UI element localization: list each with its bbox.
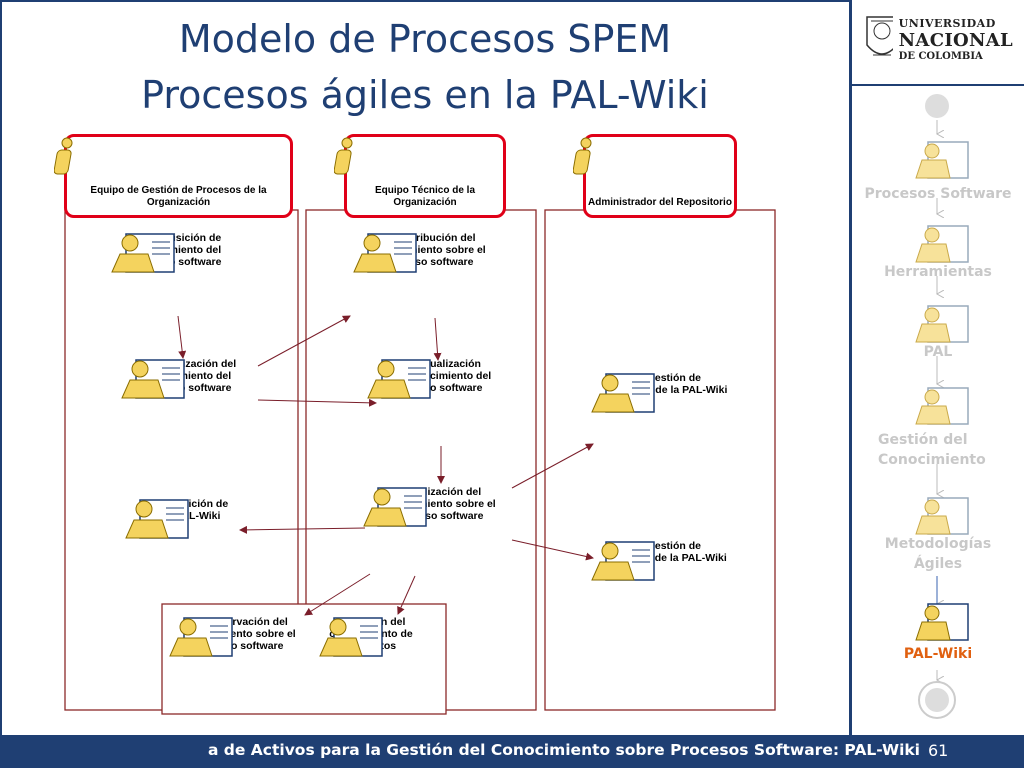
- nav-item-procesos-software[interactable]: Procesos Software: [864, 186, 1012, 202]
- nav-icon-agile: [915, 497, 969, 535]
- arrow-4-7: [511, 539, 594, 561]
- task-7-change-management: 7. Gestión de cambios de la PAL-Wiki: [588, 540, 748, 581]
- nav-item-herramientas[interactable]: Herramientas: [884, 264, 992, 280]
- flow-start-node: [925, 94, 949, 118]
- role-label-1: Equipo de Gestión de Procesos de la Orga…: [90, 185, 267, 208]
- task-icon: [125, 499, 189, 539]
- task-6-user-management: 6. Gestión de usuarios de la PAL-Wiki: [588, 372, 748, 413]
- footer-title: a de Activos para la Gestión del Conocim…: [207, 741, 920, 759]
- role-label-2: Equipo Técnico de la Organización: [374, 185, 475, 208]
- page-number: 61: [928, 741, 949, 760]
- task-icon: [363, 487, 427, 527]
- arrow-3-10: [433, 317, 442, 361]
- logo-line1: UNIVERSIDAD: [898, 16, 996, 30]
- nav-icon-pal: [915, 305, 969, 343]
- role-person-icon: [334, 137, 353, 175]
- task-icon: [121, 359, 185, 399]
- task-icon: [319, 617, 383, 657]
- slide-title-line2: Procesos ágiles en la PAL-Wiki: [141, 73, 709, 117]
- logo-divider: [852, 84, 1024, 86]
- sidebar-flow-svg: [918, 94, 956, 719]
- slide-frame-top: [0, 0, 851, 2]
- nav-icon-palwiki: [915, 603, 969, 641]
- task-icon: [591, 373, 655, 413]
- task-8-measurement: 8. Medición de la PAL-Wiki: [122, 498, 262, 539]
- swimlane-3: [544, 209, 776, 711]
- university-logo: UNIVERSIDAD NACIONAL DE COLOMBIA: [857, 4, 1017, 76]
- footer-bar: a de Activos para la Gestión del Conocim…: [0, 735, 1024, 768]
- role-repository-admin: Administrador del Repositorio: [573, 134, 737, 218]
- nav-item-pal[interactable]: PAL: [923, 344, 953, 360]
- nav-item-pal-wiki[interactable]: PAL-Wiki: [903, 646, 973, 662]
- nav-icon-tools: [915, 225, 969, 263]
- task-5-preservation: 5. Preservación del conocimiento sobre e…: [166, 616, 314, 657]
- arrow-2-10: [257, 398, 377, 407]
- role-person-icon: [573, 137, 592, 175]
- arrow-4-6: [511, 443, 594, 489]
- flow-end-node-inner: [925, 688, 949, 712]
- arrow-4-9: [397, 575, 416, 615]
- slide-title-line1: Modelo de Procesos SPEM: [178, 17, 672, 61]
- task-9-project-knowledge: 9. Gestión del conocimiento de proyectos: [316, 616, 426, 657]
- arrow-4-5: [304, 573, 371, 616]
- role-process-management-team: Equipo de Gestión de Procesos de la Orga…: [54, 134, 293, 218]
- task-icon: [111, 233, 175, 273]
- task-4-utilization: 4. Utilización del conocimiento sobre el…: [360, 486, 520, 527]
- nav-item-metodologias-agiles[interactable]: Metodologías Ágiles: [884, 536, 992, 572]
- nav-item-gestion-conocimiento[interactable]: Gestión del Conocimiento: [878, 432, 986, 468]
- nav-icon-processes: [915, 141, 969, 179]
- logo-line2: NACIONAL: [898, 29, 1013, 51]
- task-icon: [591, 541, 655, 581]
- task-10-visualization: 10. Visualización del conocimiento del p…: [364, 358, 514, 399]
- coat-of-arms-icon: [866, 16, 893, 56]
- task-icon: [353, 233, 417, 273]
- spem-process-diagram: Equipo de Gestión de Procesos de la Orga…: [54, 128, 790, 718]
- arrow-1-2: [177, 315, 187, 359]
- nav-icon-knowledge: [915, 387, 969, 425]
- task-icon: [367, 359, 431, 399]
- role-label-3: Administrador del Repositorio: [588, 197, 732, 208]
- task-3-distribution: 3. Distribución del conocimiento sobre e…: [350, 232, 510, 273]
- sidebar-divider: [849, 0, 852, 735]
- task-icon: [169, 617, 233, 657]
- arrow-4-8: [239, 525, 366, 534]
- logo-line3: DE COLOMBIA: [898, 50, 983, 62]
- slide-frame-left: [0, 0, 2, 735]
- arrow-2-3: [257, 315, 351, 367]
- role-technical-team: Equipo Técnico de la Organización: [334, 134, 506, 218]
- task-1-acquisition: 1. Adquisición de conocimiento del proce…: [108, 232, 248, 273]
- role-person-icon: [54, 137, 73, 175]
- task-2-organization: 2. Organización del conocimiento del pro…: [118, 358, 258, 399]
